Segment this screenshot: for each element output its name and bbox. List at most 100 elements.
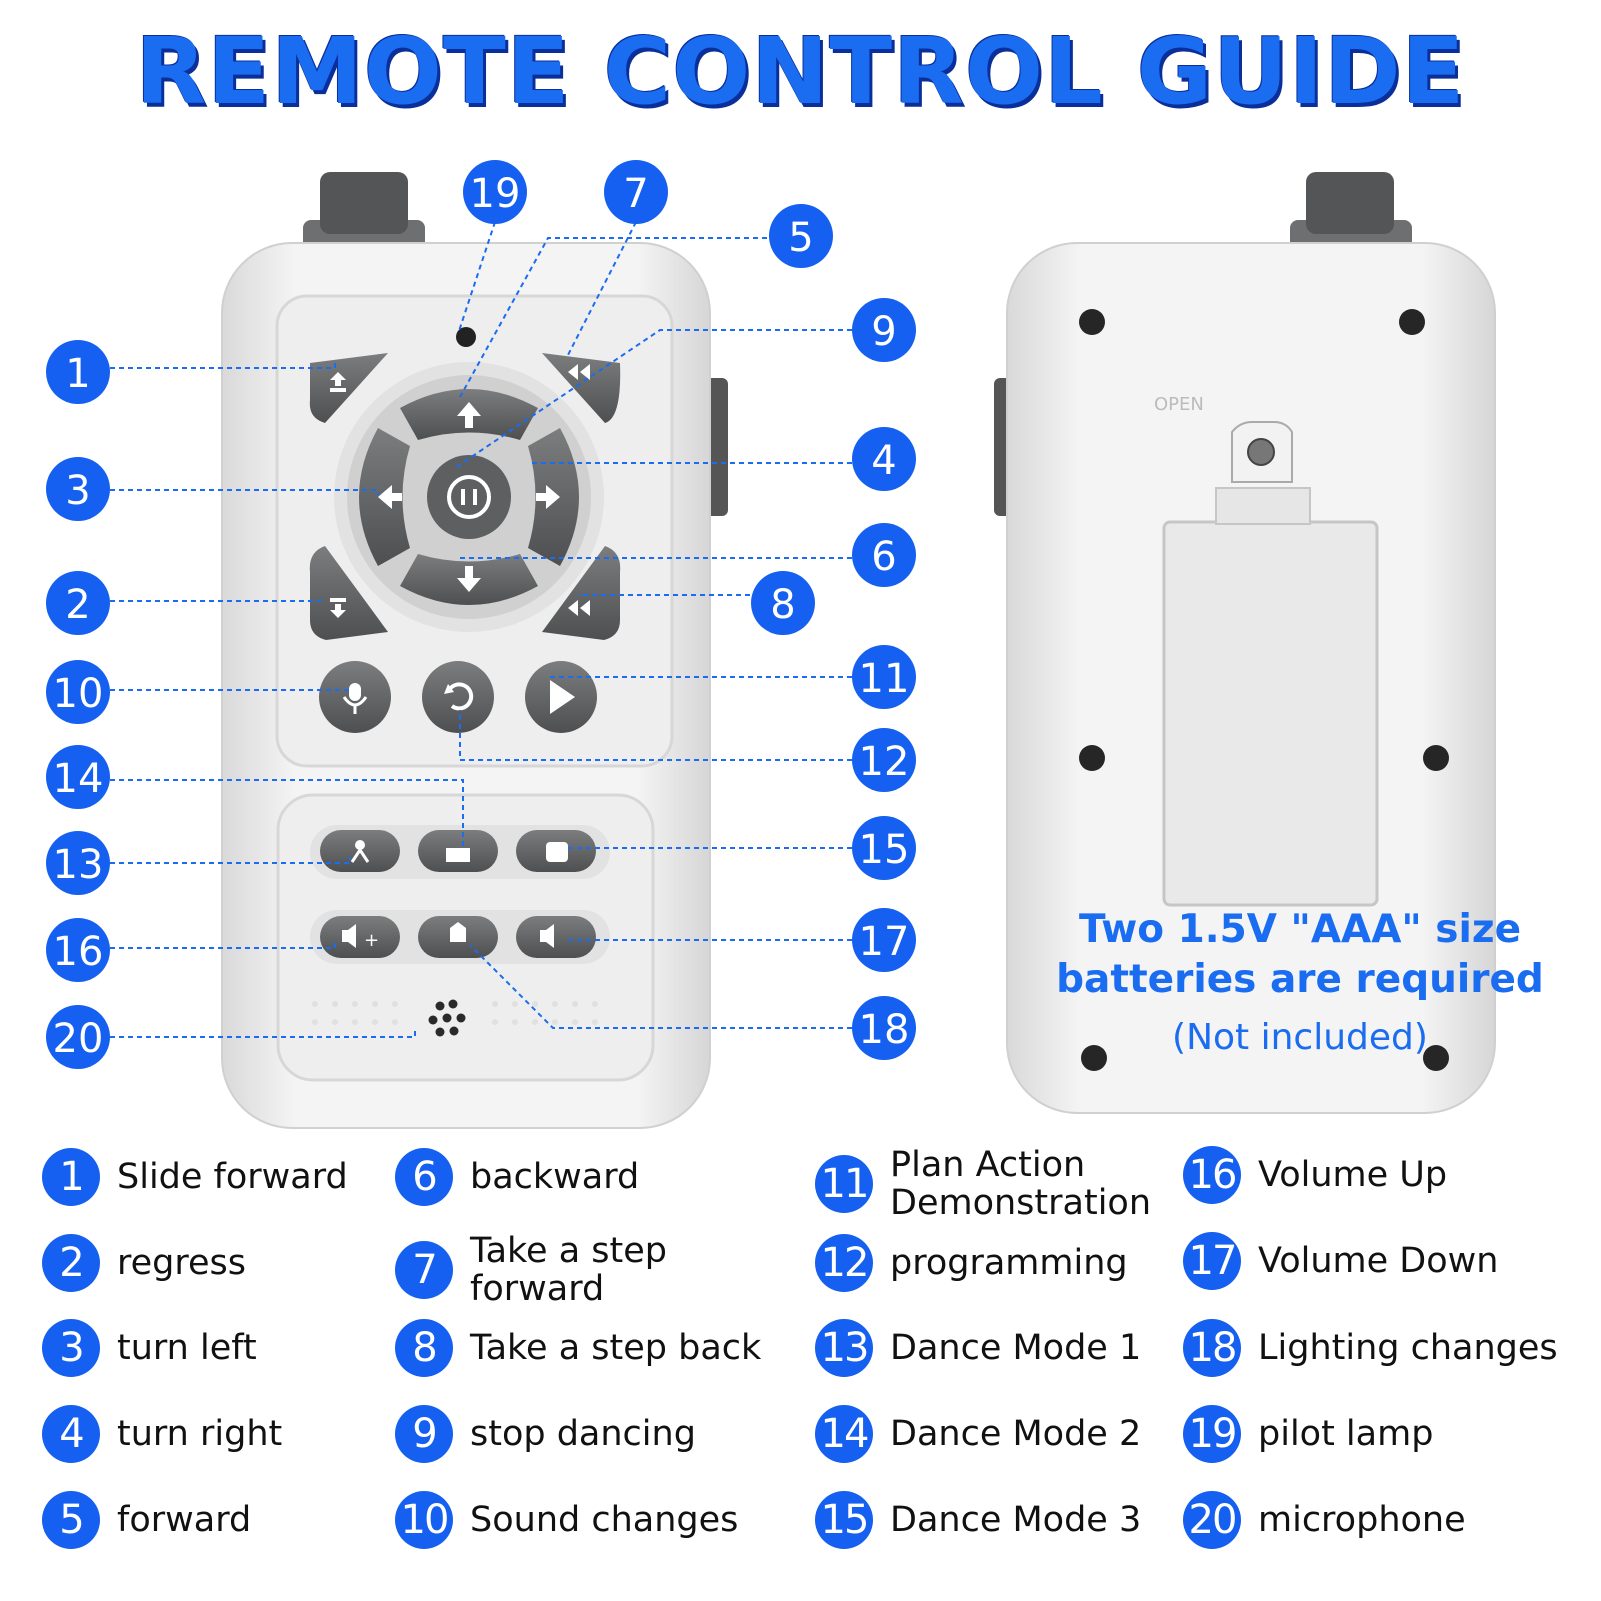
callout-16: 16 bbox=[46, 918, 110, 982]
legend-item: 1 Slide forward bbox=[42, 1148, 348, 1206]
callout-11: 11 bbox=[852, 645, 916, 709]
legend-number: 20 bbox=[1183, 1491, 1241, 1549]
callout-3: 3 bbox=[46, 457, 110, 521]
legend-label: Volume Down bbox=[1258, 1241, 1499, 1281]
legend-label: Sound changes bbox=[470, 1500, 739, 1540]
legend-number: 16 bbox=[1183, 1146, 1241, 1204]
legend-item: 6 backward bbox=[395, 1148, 639, 1206]
legend-number: 3 bbox=[42, 1319, 100, 1377]
leader-lines bbox=[110, 221, 852, 1038]
battery-note: Two 1.5V "AAA" size batteries are requir… bbox=[1030, 905, 1570, 1061]
legend-number: 4 bbox=[42, 1405, 100, 1463]
legend-number: 11 bbox=[815, 1155, 873, 1213]
legend-item: 3 turn left bbox=[42, 1319, 257, 1377]
svg-text:6: 6 bbox=[871, 534, 896, 580]
stop-dancing-button[interactable] bbox=[427, 455, 511, 539]
legend-item: 15 Dance Mode 3 bbox=[815, 1491, 1141, 1549]
legend-number: 12 bbox=[815, 1234, 873, 1292]
callout-2: 2 bbox=[46, 571, 110, 635]
callout-8: 8 bbox=[751, 571, 815, 635]
svg-text:3: 3 bbox=[65, 468, 90, 514]
svg-text:17: 17 bbox=[859, 919, 910, 965]
callout-1: 1 bbox=[46, 340, 110, 404]
callout-17: 17 bbox=[852, 908, 916, 972]
svg-text:OPEN: OPEN bbox=[1154, 394, 1204, 415]
svg-text:16: 16 bbox=[53, 929, 104, 975]
callout-19: 19 bbox=[463, 160, 527, 224]
legend-label: Dance Mode 3 bbox=[890, 1500, 1142, 1540]
svg-text:9: 9 bbox=[871, 309, 896, 355]
legend-label: Slide forward bbox=[117, 1157, 348, 1197]
svg-text:2: 2 bbox=[65, 582, 90, 628]
svg-text:5: 5 bbox=[788, 215, 813, 261]
regress-button[interactable] bbox=[309, 546, 388, 640]
legend-item: 13 Dance Mode 1 bbox=[815, 1319, 1141, 1377]
remote-back: OPEN bbox=[994, 172, 1496, 1114]
legend-item: 11 Plan Action Demonstration bbox=[815, 1146, 1151, 1222]
programming-button[interactable] bbox=[422, 661, 494, 733]
callout-20: 20 bbox=[46, 1005, 110, 1069]
volume-up-button[interactable] bbox=[320, 916, 400, 958]
legend-label: forward bbox=[117, 1500, 252, 1540]
legend-number: 7 bbox=[395, 1241, 453, 1299]
legend-label: Take a step back bbox=[470, 1328, 762, 1368]
remote-illustration: + OPEN bbox=[46, 160, 1496, 1129]
legend-label: Dance Mode 1 bbox=[890, 1328, 1142, 1368]
svg-text:20: 20 bbox=[53, 1016, 104, 1062]
legend-label: turn right bbox=[117, 1414, 283, 1454]
legend-label: Plan Action Demonstration bbox=[890, 1145, 1152, 1223]
callout-14: 14 bbox=[46, 745, 110, 809]
legend-number: 15 bbox=[815, 1491, 873, 1549]
legend-number: 14 bbox=[815, 1405, 873, 1463]
remote-front: + bbox=[221, 172, 728, 1129]
callout-12: 12 bbox=[852, 728, 916, 792]
callout-5: 5 bbox=[769, 204, 833, 268]
legend-item: 4 turn right bbox=[42, 1405, 282, 1463]
legend-number: 18 bbox=[1183, 1319, 1241, 1377]
svg-text:7: 7 bbox=[623, 171, 648, 217]
page-title: REMOTE CONTROL GUIDE bbox=[135, 18, 1466, 125]
svg-text:11: 11 bbox=[859, 656, 910, 702]
callout-15: 15 bbox=[852, 816, 916, 880]
battery-cover[interactable] bbox=[1162, 520, 1379, 907]
legend-label: stop dancing bbox=[470, 1414, 696, 1454]
svg-text:15: 15 bbox=[859, 827, 910, 873]
svg-text:8: 8 bbox=[770, 582, 795, 628]
callout-18: 18 bbox=[852, 996, 916, 1060]
legend-number: 6 bbox=[395, 1148, 453, 1206]
callout-10: 10 bbox=[46, 660, 110, 724]
legend-label: backward bbox=[470, 1157, 640, 1197]
legend-number: 1 bbox=[42, 1148, 100, 1206]
legend-item: 16 Volume Up bbox=[1183, 1146, 1447, 1204]
svg-text:1: 1 bbox=[65, 351, 90, 397]
volume-down-button[interactable] bbox=[516, 916, 596, 958]
legend-label: Volume Up bbox=[1258, 1155, 1448, 1195]
microphone-holes bbox=[428, 999, 466, 1037]
svg-text:13: 13 bbox=[53, 842, 104, 888]
legend-label: Take a step forward bbox=[470, 1231, 667, 1309]
legend-number: 10 bbox=[395, 1491, 453, 1549]
callout-6: 6 bbox=[852, 523, 916, 587]
svg-text:10: 10 bbox=[53, 671, 104, 717]
legend-item: 10 Sound changes bbox=[395, 1491, 738, 1549]
step-back-button[interactable] bbox=[542, 546, 621, 640]
svg-text:18: 18 bbox=[859, 1007, 910, 1053]
slide-forward-button[interactable] bbox=[309, 353, 388, 423]
legend-item: 14 Dance Mode 2 bbox=[815, 1405, 1141, 1463]
svg-text:+: + bbox=[364, 930, 379, 951]
legend-label: Dance Mode 2 bbox=[890, 1414, 1142, 1454]
callout-9: 9 bbox=[852, 298, 916, 362]
legend-number: 19 bbox=[1183, 1405, 1241, 1463]
legend-number: 13 bbox=[815, 1319, 873, 1377]
svg-text:14: 14 bbox=[53, 756, 104, 802]
svg-text:19: 19 bbox=[470, 171, 521, 217]
legend-label: regress bbox=[117, 1243, 246, 1283]
legend-label: turn left bbox=[117, 1328, 257, 1368]
